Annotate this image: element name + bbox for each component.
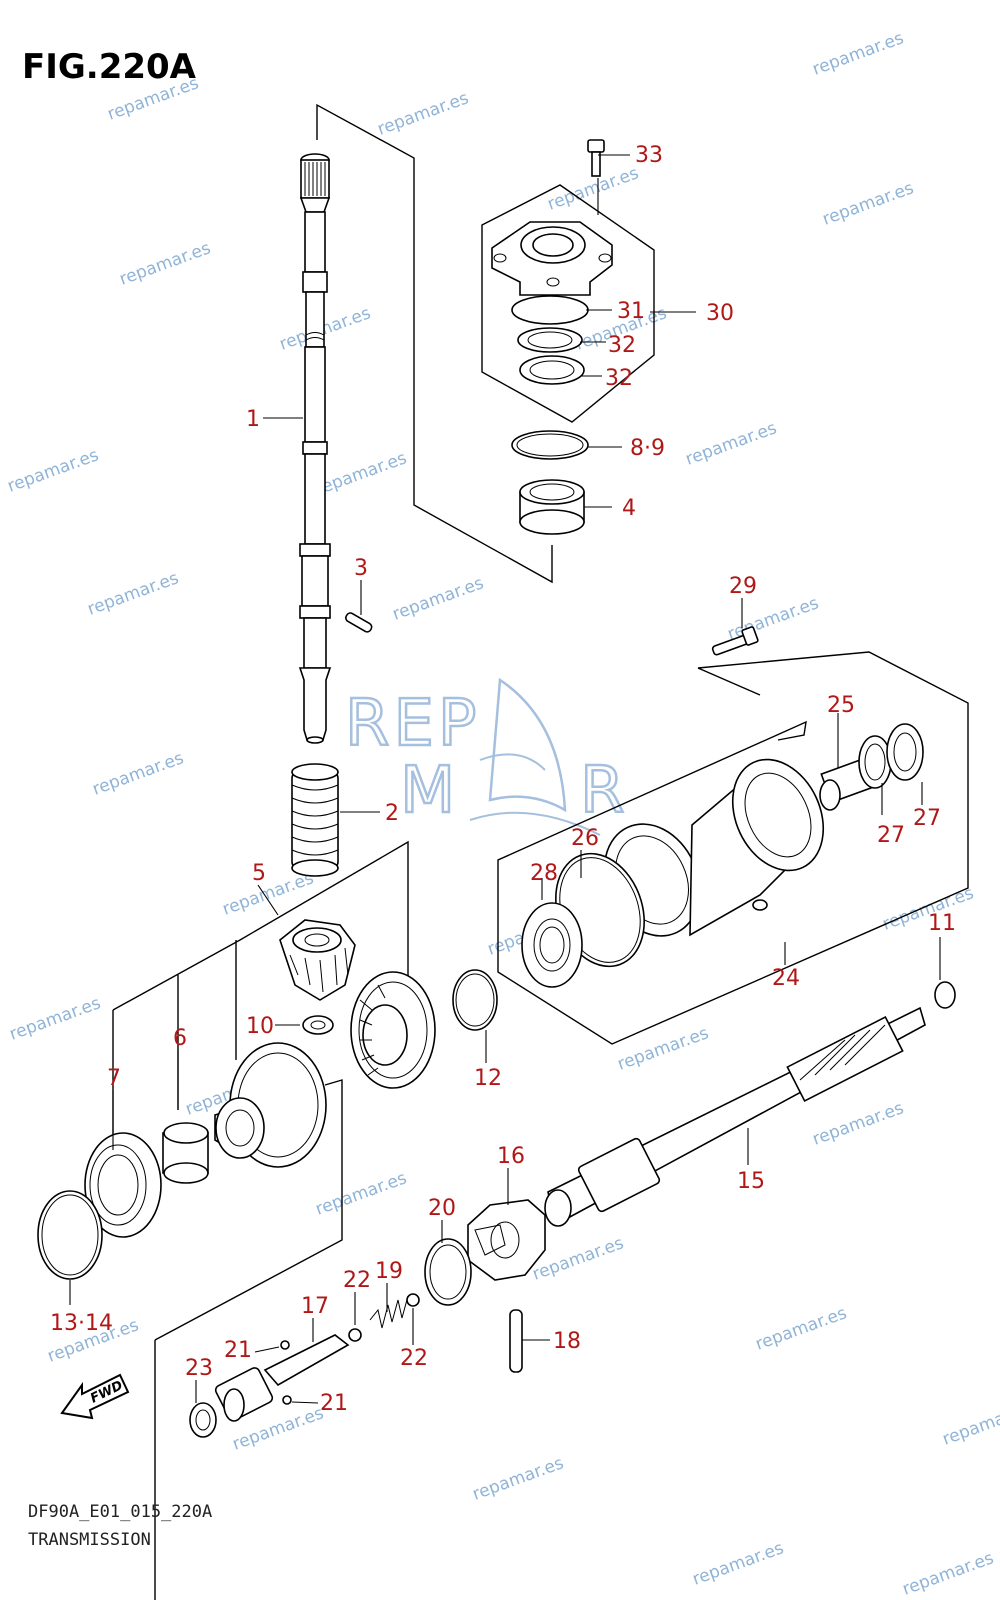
- callout-22a: 22: [343, 1268, 371, 1293]
- figure-name: TRANSMISSION: [28, 1530, 151, 1550]
- callout-28: 28: [530, 861, 558, 886]
- callout-24: 24: [772, 966, 800, 991]
- watermark-text: repamar.es: [313, 1168, 410, 1219]
- callout-26: 26: [571, 826, 599, 851]
- circlip-11: [934, 981, 956, 1009]
- pump-case: [491, 221, 613, 385]
- forward-gear: [350, 971, 436, 1089]
- watermark-text: repamar.es: [683, 418, 780, 469]
- watermark-text: repamar.es: [90, 748, 187, 799]
- drive-shaft-bushing: [291, 763, 339, 877]
- watermark-text: repamar.es: [753, 1303, 850, 1354]
- callout-22b: 22: [400, 1346, 428, 1371]
- propeller-shaft: [544, 1006, 926, 1227]
- watermark-text: repamar.es: [313, 448, 410, 499]
- callout-23: 23: [185, 1356, 213, 1381]
- callout-25: 25: [827, 693, 855, 718]
- callout-18: 18: [553, 1329, 581, 1354]
- figure-code: DF90A_E01_015_220A: [28, 1502, 212, 1522]
- watermark-text: repamar.es: [820, 178, 917, 229]
- pinion-gear: [279, 919, 356, 1001]
- bearing-7: [84, 1132, 162, 1238]
- spring-ring-20: [424, 1238, 472, 1306]
- shim-12: [452, 969, 498, 1031]
- watermark-text: repamar.es: [690, 1538, 787, 1589]
- pinion-nut: [302, 1015, 334, 1035]
- callout-7: 7: [107, 1066, 121, 1091]
- callout-31: 31: [617, 299, 645, 324]
- oil-seal-27: [858, 723, 924, 789]
- callout-17: 17: [301, 1294, 329, 1319]
- callout-21a: 21: [224, 1338, 252, 1363]
- bolt-33: [587, 139, 605, 177]
- callout-11: 11: [928, 911, 956, 936]
- needle-bearing-6: [162, 1122, 209, 1184]
- callout-1: 1: [246, 407, 260, 432]
- watermark-text: repamar.es: [900, 1548, 997, 1599]
- watermark-text: repamar.es: [5, 445, 102, 496]
- bearing-4: [519, 479, 585, 535]
- watermark-text: repamar.es: [810, 28, 907, 79]
- callout-2: 2: [385, 801, 399, 826]
- bolt-29: [711, 626, 759, 656]
- callout-10: 10: [246, 1014, 274, 1039]
- svg-text:REP: REP: [345, 687, 481, 761]
- figure-title: FIG.220A: [22, 47, 197, 87]
- o-ring-8-9: [511, 430, 589, 460]
- watermark-text: repamar.es: [470, 1453, 567, 1504]
- callout-29: 29: [729, 574, 757, 599]
- drive-shaft: [298, 153, 332, 744]
- callout-27a: 27: [877, 823, 905, 848]
- reverse-gear: [214, 1042, 327, 1168]
- callout-32b: 32: [605, 366, 633, 391]
- ball-bearing-28: [521, 902, 583, 988]
- callout-15: 15: [737, 1169, 765, 1194]
- balls-22: [348, 1293, 420, 1342]
- watermark-text: repamar.es: [940, 1398, 1000, 1449]
- callout-13-14: 13·14: [50, 1311, 113, 1336]
- callouts: 1 2 3 4 5 6 7 8·9 10 11 12 13·14 15 16 1…: [50, 143, 956, 1416]
- watermark-text: repamar.es: [390, 573, 487, 624]
- svg-text:M: M: [400, 754, 455, 828]
- callout-4: 4: [622, 496, 636, 521]
- callout-30: 30: [706, 301, 734, 326]
- spring-19: [369, 1295, 409, 1329]
- leader-lines: [69, 154, 941, 1404]
- watermark-text: repamar.es: [7, 993, 104, 1044]
- callout-6: 6: [173, 1026, 187, 1051]
- callout-32a: 32: [608, 333, 636, 358]
- watermark-text: repamar.es: [117, 238, 214, 289]
- callout-19: 19: [375, 1259, 403, 1284]
- clutch-dog: [467, 1199, 546, 1281]
- watermark-text: repamar.es: [85, 568, 182, 619]
- callout-3: 3: [354, 556, 368, 581]
- svg-text:R: R: [580, 754, 624, 828]
- callout-8-9: 8·9: [630, 436, 665, 461]
- cross-pin: [509, 1309, 523, 1373]
- callout-27b: 27: [913, 806, 941, 831]
- fwd-arrow-icon: FWD: [60, 1373, 130, 1420]
- watermark-text: repamar.es: [220, 868, 317, 919]
- callout-20: 20: [428, 1196, 456, 1221]
- callout-21b: 21: [320, 1391, 348, 1416]
- callout-5: 5: [252, 861, 266, 886]
- shim-13-14: [37, 1190, 103, 1280]
- callout-12: 12: [474, 1066, 502, 1091]
- watermark-text: repamar.es: [375, 88, 472, 139]
- watermark-text: repamar.es: [810, 1098, 907, 1149]
- repamar-logo: REP M R: [344, 677, 626, 836]
- callout-33: 33: [635, 143, 663, 168]
- washer-23: [189, 1402, 217, 1438]
- pin: [345, 612, 373, 633]
- callout-16: 16: [497, 1144, 525, 1169]
- shift-slider: [214, 1334, 350, 1422]
- watermark-text: repamar.es: [615, 1023, 712, 1074]
- balls-21: [280, 1340, 292, 1405]
